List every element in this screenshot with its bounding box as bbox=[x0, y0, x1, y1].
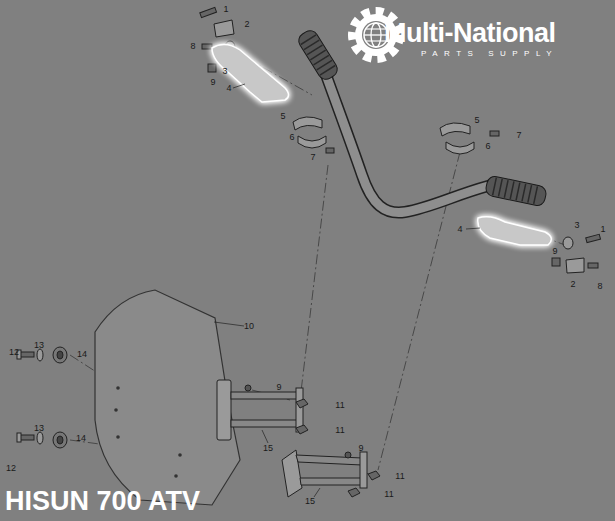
hand-guard-left bbox=[212, 44, 289, 102]
callout-number: 7 bbox=[310, 153, 315, 162]
right-grip bbox=[485, 175, 548, 207]
callout-number: 13 bbox=[34, 424, 44, 433]
callout-number: 1 bbox=[223, 5, 228, 14]
callout-number: 11 bbox=[395, 472, 404, 481]
callout-number: 6 bbox=[485, 142, 490, 151]
callout-number: 12 bbox=[9, 348, 19, 357]
brand-tagline: PARTS SUPPLY bbox=[421, 50, 558, 58]
callout-number: 5 bbox=[474, 116, 479, 125]
callout-number: 11 bbox=[384, 490, 393, 499]
callout-number: 15 bbox=[263, 444, 273, 453]
callout-number: 3 bbox=[574, 221, 579, 230]
clamps bbox=[293, 117, 499, 154]
callout-number: 1 bbox=[600, 225, 605, 234]
callout-number: 2 bbox=[244, 20, 249, 29]
diagram-title: HISUN 700 ATV bbox=[5, 488, 200, 515]
hand-guard-right bbox=[478, 217, 552, 245]
callout-number: 5 bbox=[280, 112, 285, 121]
brackets bbox=[217, 380, 380, 497]
guard-hardware bbox=[200, 7, 601, 273]
callout-number: 6 bbox=[289, 133, 294, 142]
callout-number: 14 bbox=[77, 350, 87, 359]
callout-number: 9 bbox=[552, 247, 557, 256]
callout-number: 4 bbox=[457, 225, 462, 234]
callout-number: 7 bbox=[516, 131, 521, 140]
windshield-holes bbox=[114, 386, 182, 478]
callout-number: 3 bbox=[222, 67, 227, 76]
callout-leaders bbox=[214, 84, 480, 497]
callout-number: 9 bbox=[276, 383, 281, 392]
callout-number: 2 bbox=[570, 280, 575, 289]
callout-number: 11 bbox=[335, 426, 344, 435]
callout-number: 15 bbox=[305, 497, 315, 506]
callout-number: 9 bbox=[210, 78, 215, 87]
handlebar bbox=[325, 72, 488, 213]
callout-number: 13 bbox=[34, 341, 44, 350]
callout-number: 12 bbox=[6, 464, 16, 473]
left-grip bbox=[296, 28, 341, 83]
brand-name: Multi-National bbox=[384, 20, 555, 47]
callout-number: 9 bbox=[358, 444, 363, 453]
callout-number: 8 bbox=[597, 282, 602, 291]
callout-number: 4 bbox=[226, 84, 231, 93]
callout-number: 11 bbox=[335, 401, 344, 410]
windshield-hardware bbox=[17, 347, 67, 448]
callout-number: 10 bbox=[244, 322, 254, 331]
callout-number: 8 bbox=[190, 42, 195, 51]
callout-number: 14 bbox=[76, 434, 86, 443]
handlebar-tube bbox=[325, 72, 488, 213]
